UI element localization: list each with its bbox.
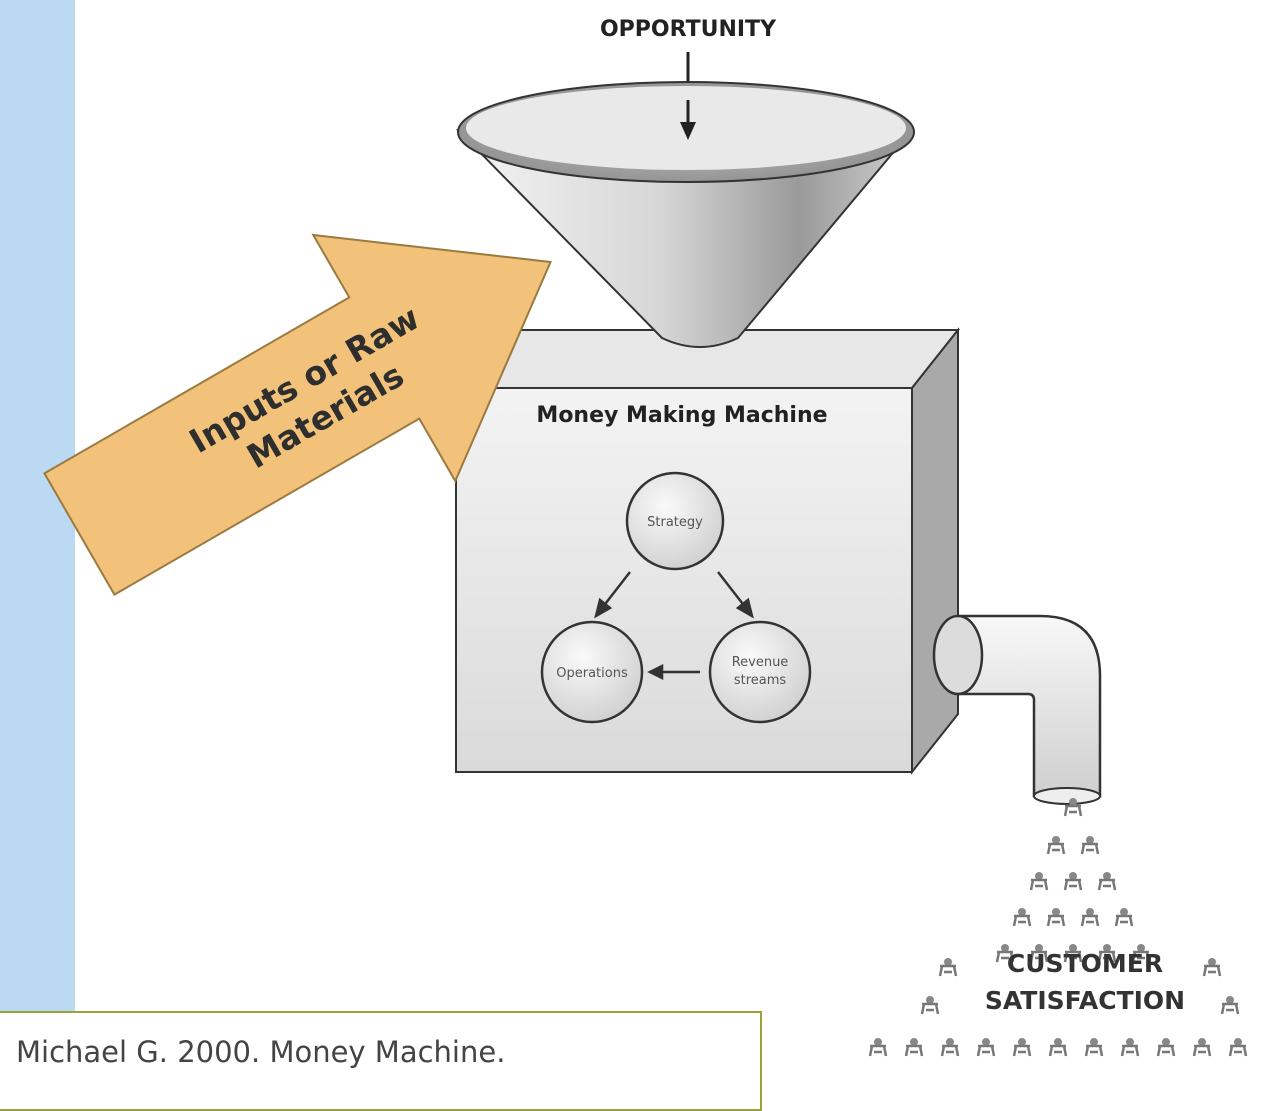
satisfaction-label: SATISFACTION (985, 986, 1185, 1015)
citation-box: Michael G. 2000. Money Machine. (0, 1011, 762, 1111)
customer-figure-icon (1063, 944, 1083, 963)
node-strategy-label: Strategy (647, 515, 703, 530)
node-connectors (594, 571, 754, 681)
node-operations: Operations (540, 620, 644, 724)
customer-figure-icon (1228, 1038, 1248, 1057)
customer-label: CUSTOMER (1007, 949, 1163, 978)
customer-figure-icon (1063, 872, 1083, 891)
citation-text: Michael G. 2000. Money Machine. (16, 1035, 506, 1069)
node-operations-label: Operations (556, 666, 628, 681)
node-strategy: Strategy (625, 471, 725, 571)
inputs-arrow: Inputs or Raw Materials (43, 233, 553, 596)
customer-figure-icon (904, 1038, 924, 1057)
customer-figure-icon (920, 996, 940, 1015)
customer-satisfaction-pile (868, 798, 1248, 1057)
customer-figure-icon (1114, 908, 1134, 927)
customer-figure-icon (995, 944, 1015, 963)
opportunity-label: OPPORTUNITY (600, 17, 777, 42)
customer-figure-icon (1192, 1038, 1212, 1057)
customer-figure-icon (1029, 872, 1049, 891)
customer-figure-icon (1097, 944, 1117, 963)
customer-figure-icon (1220, 996, 1240, 1015)
left-accent-bar (0, 0, 75, 1085)
customer-figure-icon (1080, 908, 1100, 927)
machine-box (453, 327, 961, 775)
node-revenue-streams: Revenue streams (708, 620, 812, 724)
customer-figure-icon (938, 958, 958, 977)
customer-figure-icon (1029, 944, 1049, 963)
customer-figure-icon (1012, 908, 1032, 927)
customer-figure-icon (1012, 1038, 1032, 1057)
customer-figure-icon (976, 1038, 996, 1057)
customer-figure-icon (1097, 872, 1117, 891)
funnel (456, 81, 915, 348)
money-machine-diagram: OPPORTUNITY Money Making Machine Strateg… (43, 17, 1248, 1057)
customer-figure-icon (1046, 908, 1066, 927)
node-revenue-label-line2: streams (734, 673, 787, 688)
customer-figure-icon (1048, 1038, 1068, 1057)
customer-figure-icon (1080, 836, 1100, 855)
node-revenue-label-line1: Revenue (732, 655, 789, 670)
output-pipe (932, 614, 1102, 805)
customer-figure-icon (1063, 798, 1083, 817)
machine-label: Money Making Machine (536, 403, 827, 428)
customer-figure-icon (1046, 836, 1066, 855)
customer-figure-icon (940, 1038, 960, 1057)
customer-figure-icon (1084, 1038, 1104, 1057)
customer-figure-icon (1202, 958, 1222, 977)
customer-figure-icon (1131, 944, 1151, 963)
customer-figure-icon (1156, 1038, 1176, 1057)
customer-figure-icon (868, 1038, 888, 1057)
customer-figure-icon (1120, 1038, 1140, 1057)
